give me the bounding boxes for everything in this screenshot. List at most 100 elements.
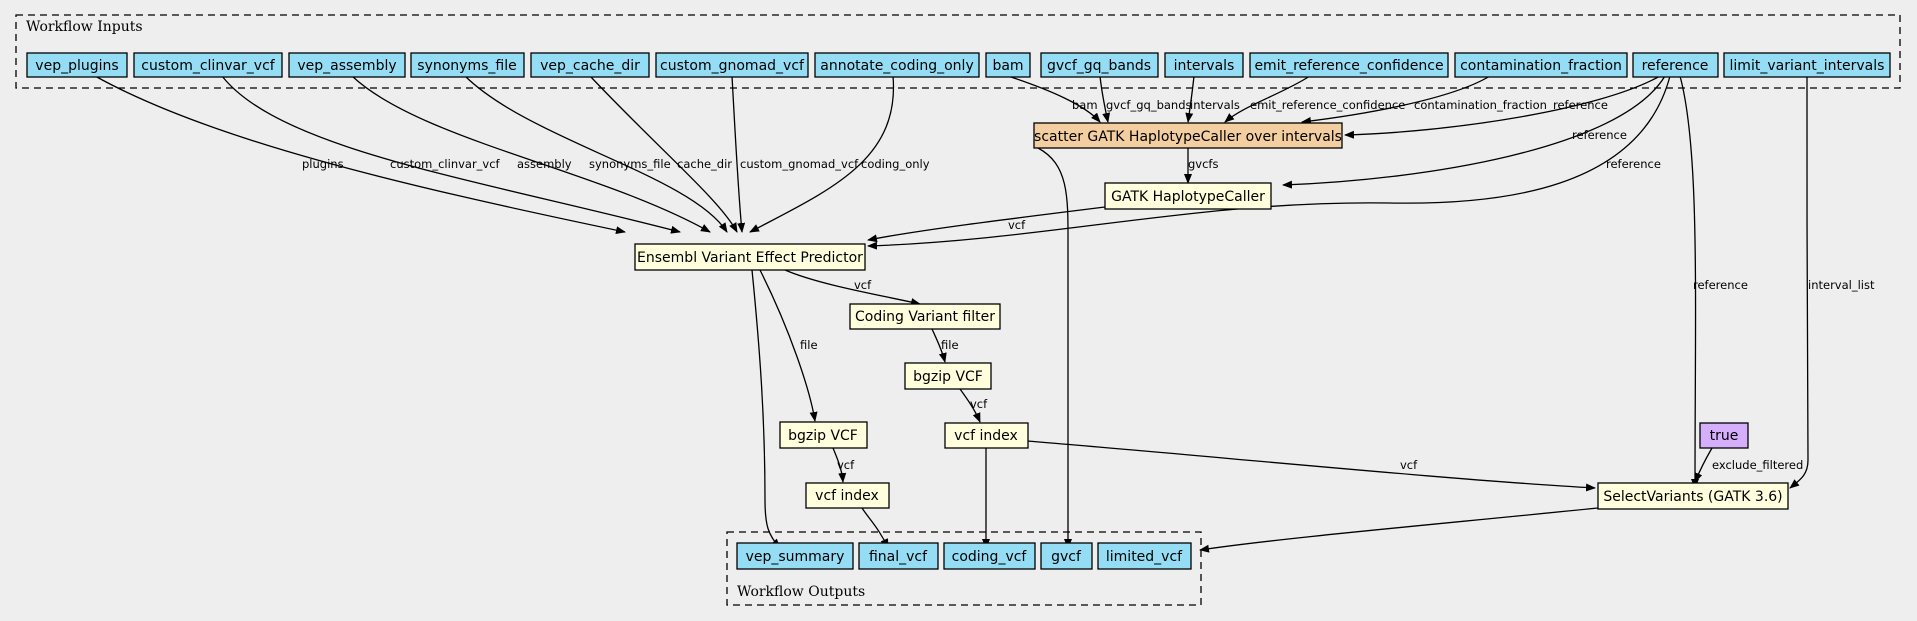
- input-label-bam: bam: [992, 58, 1023, 74]
- input-node-custom-gnomad-vcf[interactable]: custom_gnomad_vcf: [655, 52, 809, 78]
- edge-label-interval-list: interval_list: [1808, 278, 1875, 292]
- step-coding-variant-filter[interactable]: Coding Variant filter: [849, 303, 1001, 330]
- edge-bgzip2-index2: [832, 447, 847, 483]
- edge-label-reference-scatter: reference: [1553, 98, 1608, 112]
- edge-vep-summary: [751, 269, 781, 549]
- step-gatk-haplotypecaller[interactable]: GATK HaplotypeCaller: [1104, 182, 1272, 210]
- cluster-outputs-label: Workflow Outputs: [737, 584, 865, 600]
- edge-label-custom-clinvar: custom_clinvar_vcf: [390, 157, 501, 171]
- edge-label-reference-hc: reference: [1572, 128, 1627, 142]
- edge-label-plugins: plugins: [302, 157, 344, 171]
- step-bgzip-vcf-final[interactable]: bgzip VCF: [779, 421, 868, 449]
- input-node-bam[interactable]: bam: [985, 52, 1031, 78]
- edge-label-bam: bam: [1072, 98, 1098, 112]
- edge-custom-clinvar: [221, 75, 681, 234]
- input-node-intervals[interactable]: intervals: [1164, 52, 1244, 78]
- output-label-limited-vcf: limited_vcf: [1106, 549, 1183, 565]
- input-node-gvcf-gq-bands[interactable]: gvcf_gq_bands: [1040, 52, 1159, 78]
- edge-plugins: [94, 75, 626, 235]
- step-vcf-index-final[interactable]: vcf index: [805, 482, 890, 509]
- edge-vep-bgzip2: [759, 269, 818, 422]
- edge-label-coding-only: coding_only: [861, 157, 930, 171]
- edge-label-synonyms: synonyms_file: [589, 157, 671, 171]
- input-node-vep-assembly[interactable]: vep_assembly: [288, 52, 406, 78]
- edge-coding-only: [749, 75, 895, 233]
- edge-reference-scatter: [1344, 75, 1661, 139]
- edge-contamination: [1301, 75, 1491, 125]
- input-label-vep-assembly: vep_assembly: [297, 58, 396, 74]
- input-node-limit-variant-intervals[interactable]: limit_variant_intervals: [1723, 52, 1891, 78]
- cluster-workflow-inputs: Workflow Inputs: [15, 14, 1901, 89]
- step-label-bgzip-coding: bgzip VCF: [913, 369, 983, 385]
- step-vcf-index-coding[interactable]: vcf index: [944, 422, 1029, 449]
- step-label-index-coding: vcf index: [954, 428, 1018, 444]
- step-vep[interactable]: Ensembl Variant Effect Predictor: [634, 243, 866, 271]
- output-node-final-vcf[interactable]: final_vcf: [858, 542, 939, 570]
- input-label-limit-variant-intervals: limit_variant_intervals: [1730, 58, 1885, 74]
- edge-gvcf-gq-bands: [1099, 75, 1111, 123]
- edge-label-custom-gnomad: custom_gnomad_vcf: [740, 157, 859, 171]
- edge-reference-vep: [867, 75, 1671, 250]
- input-node-emit-reference-confidence[interactable]: emit_reference_confidence: [1249, 52, 1449, 78]
- edge-vep-filter: [784, 269, 921, 306]
- edge-reference-sv: [1679, 75, 1700, 489]
- edge-scatter-gvcf: [1037, 147, 1072, 549]
- edge-index2-final: [861, 507, 889, 549]
- edge-sv-limited: [1199, 507, 1599, 553]
- edge-label-cache-dir: cache_dir: [677, 157, 732, 171]
- edge-label-emit-ref-conf: emit_reference_confidence: [1250, 98, 1405, 112]
- input-node-contamination-fraction[interactable]: contamination_fraction: [1454, 52, 1628, 78]
- output-node-coding-vcf[interactable]: coding_vcf: [943, 542, 1036, 570]
- edge-exclude-filtered: [1694, 447, 1713, 483]
- edge-label-contamination: contamination_fraction: [1414, 98, 1547, 112]
- edge-label-gvcfs: gvcfs: [1188, 157, 1218, 171]
- step-label-index-final: vcf index: [815, 488, 879, 504]
- step-label-selectvariants: SelectVariants (GATK 3.6): [1603, 489, 1782, 505]
- output-node-gvcf[interactable]: gvcf: [1040, 542, 1093, 570]
- input-label-custom-clinvar-vcf: custom_clinvar_vcf: [141, 58, 276, 74]
- edge-label-hc-vep: vcf: [1008, 218, 1026, 232]
- edge-label-vep-bgzip2: file: [800, 338, 818, 352]
- edge-interval-list: [1789, 75, 1809, 489]
- input-node-reference[interactable]: reference: [1632, 52, 1719, 78]
- input-node-annotate-coding-only[interactable]: annotate_coding_only: [814, 52, 980, 78]
- output-node-limited-vcf[interactable]: limited_vcf: [1097, 542, 1192, 570]
- edge-synonyms: [464, 75, 728, 233]
- output-label-final-vcf: final_vcf: [869, 549, 928, 565]
- input-label-contamination-fraction: contamination_fraction: [1460, 58, 1622, 74]
- edge-custom-gnomad: [731, 75, 746, 233]
- edge-label-bgzip2-index2: vcf: [837, 458, 855, 472]
- input-label-vep-plugins: vep_plugins: [35, 58, 118, 74]
- edge-hc-vep: [867, 206, 1106, 243]
- input-label-emit-reference-confidence: emit_reference_confidence: [1254, 58, 1443, 74]
- step-label-vep: Ensembl Variant Effect Predictor: [637, 250, 863, 266]
- step-label-bgzip-final: bgzip VCF: [788, 428, 858, 444]
- input-label-gvcf-gq-bands: gvcf_gq_bands: [1047, 58, 1151, 74]
- step-selectvariants[interactable]: SelectVariants (GATK 3.6): [1597, 482, 1789, 510]
- edge-intervals: [1185, 75, 1195, 123]
- input-node-custom-clinvar-vcf[interactable]: custom_clinvar_vcf: [133, 52, 283, 78]
- edge-label-vep-filter: vcf: [854, 278, 872, 292]
- input-node-vep-plugins[interactable]: vep_plugins: [26, 52, 128, 78]
- constant-label-true: true: [1710, 428, 1739, 444]
- output-label-coding-vcf: coding_vcf: [952, 549, 1028, 565]
- step-nodes: scatter GATK HaplotypeCaller over interv…: [634, 122, 1789, 510]
- step-label-haplotypecaller: GATK HaplotypeCaller: [1111, 189, 1265, 205]
- step-scatter-haplotypecaller[interactable]: scatter GATK HaplotypeCaller over interv…: [1033, 122, 1343, 149]
- step-bgzip-vcf-coding[interactable]: bgzip VCF: [904, 362, 992, 390]
- input-label-annotate-coding-only: annotate_coding_only: [820, 58, 973, 74]
- edge-label-reference-vep: reference: [1606, 157, 1661, 171]
- input-node-vep-cache-dir[interactable]: vep_cache_dir: [530, 52, 650, 78]
- constant-true[interactable]: true: [1699, 422, 1749, 449]
- output-node-vep-summary[interactable]: vep_summary: [736, 542, 854, 570]
- edge-filter-bgzip: [931, 328, 947, 363]
- edge-index1-sv: [1026, 440, 1596, 492]
- input-label-intervals: intervals: [1174, 58, 1235, 74]
- step-label-coding-filter: Coding Variant filter: [855, 309, 995, 325]
- input-label-vep-cache-dir: vep_cache_dir: [540, 58, 640, 74]
- edge-reference-hc: [1282, 75, 1666, 189]
- input-node-synonyms-file[interactable]: synonyms_file: [410, 52, 525, 78]
- edge-emit-ref-conf: [1224, 75, 1311, 123]
- output-nodes: vep_summary final_vcf coding_vcf gvcf li…: [736, 542, 1192, 570]
